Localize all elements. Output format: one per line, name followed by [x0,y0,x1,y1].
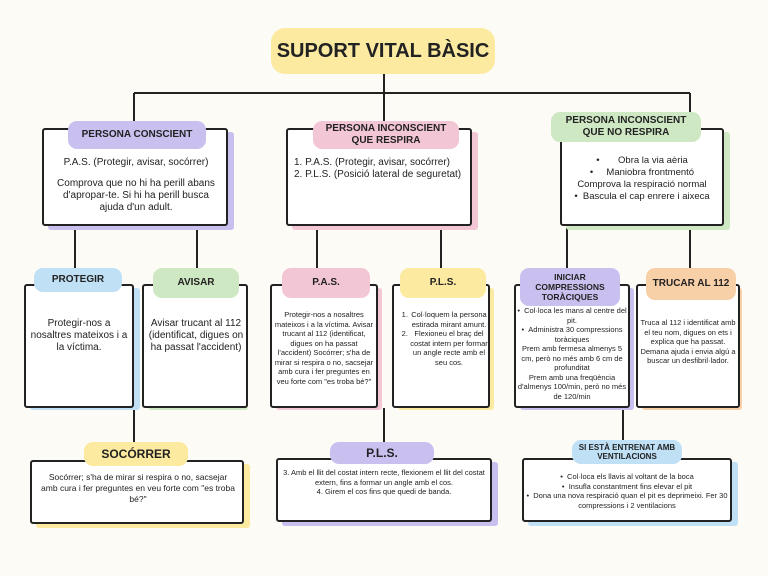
col3-item-2: • Maniobra frontmentó [589,167,695,178]
col3-item-1: • Obra la via aèria [596,155,688,166]
col3-list: • Obra la via aèria • Maniobra frontment… [562,155,722,203]
diagram-title: SUPORT VITAL BÀSIC [271,28,495,74]
pls2-box [276,458,492,522]
persona-conscient-label: PERSONA CONSCIENT [68,121,206,149]
compressions-item-1: • Col·loca les mans al centre del pit. [517,306,627,325]
pls-item-2: Flexioneu el braç del costat intern per … [410,329,488,367]
col3-item-3: Comprova la respiració normal [577,179,707,190]
inconscient-no-respira-label: PERSONA INCONSCIENT QUE NO RESPIRA [551,112,701,142]
col2-item-2: 2. P.L.S. (Posició lateral de seguretat) [294,169,462,180]
avisar-box [142,284,248,408]
ventilacions-item-1: • Col·loca els llavis al voltant de la b… [560,472,694,481]
col1-line2: Comprova que no hi ha perill abans d'apr… [57,178,215,213]
protegir-text: Protegir-nos a nosaltres mateixos i a la… [30,318,128,353]
pls-item-1: Col·loquem la persona estirada mirant am… [410,310,488,329]
compressions-label: INICIAR COMPRESSIONS TORÀCIQUES [520,268,620,306]
protegir-label: PROTEGIR [34,268,122,292]
col3-item-4: • Bascula el cap enrere i aixeca [574,191,710,202]
pls2-label: P.L.S. [330,442,434,464]
pls2-line-2: 4. Girem el cos fins que quedi de banda. [316,487,452,496]
socorrer-box [30,460,244,524]
col2-item-1: 1. P.A.S. (Protegir, avisar, socórrer) [294,157,450,168]
pas-box [270,284,378,408]
socorrer-text: Socórrer; s'ha de mirar si respira o no,… [41,472,235,504]
trucar-label: TRUCAR AL 112 [646,268,736,300]
pls2-line-1: 3. Amb el llit del costat intern recte, … [283,468,485,487]
ventilacions-item-3: • Dona una nova respiració quan el pit e… [526,491,728,510]
compressions-list: • Col·loca les mans al centre del pit. •… [516,306,628,401]
col1-line1: P.A.S. (Protegir, avisar, socórrer) [63,157,209,168]
col2-list: 1. P.A.S. (Protegir, avisar, socórrer) 2… [294,157,472,181]
pls2-text: 3. Amb el llit del costat intern recte, … [282,468,486,497]
inconscient-respira-label: PERSONA INCONSCIENT QUE RESPIRA [313,121,459,149]
ventilacions-label: SI ESTÀ ENTRENAT AMB VENTILACIONS [572,440,682,464]
compressions-item-3: Prem amb fermesa almenys 5 cm, però no m… [521,344,623,372]
pas-text: Protegir-nos a nosaltres mateixos i a la… [274,310,374,386]
socorrer-label: SOCÓRRER [84,442,188,466]
ventilacions-item-2: • Insufla constantment fins elevar el pi… [561,481,693,491]
pls-list: Col·loquem la persona estirada mirant am… [396,310,488,367]
avisar-text: Avisar trucant al 112 (identificat, digu… [148,318,244,353]
avisar-label: AVISAR [153,268,239,298]
pas-label: P.A.S. [282,268,370,298]
trucar-text: Truca al 112 i identificat amb el teu no… [640,318,736,365]
ventilacions-box [522,458,732,522]
ventilacions-list: • Col·loca els llavis al voltant de la b… [526,472,728,510]
pls-label: P.L.S. [400,268,486,298]
compressions-item-4: Prem amb una freqüència d'almenys 100/mi… [517,372,627,401]
compressions-item-2: • Administra 30 compressions toràciques [521,325,623,344]
inconscient-no-respira-box [560,128,724,226]
